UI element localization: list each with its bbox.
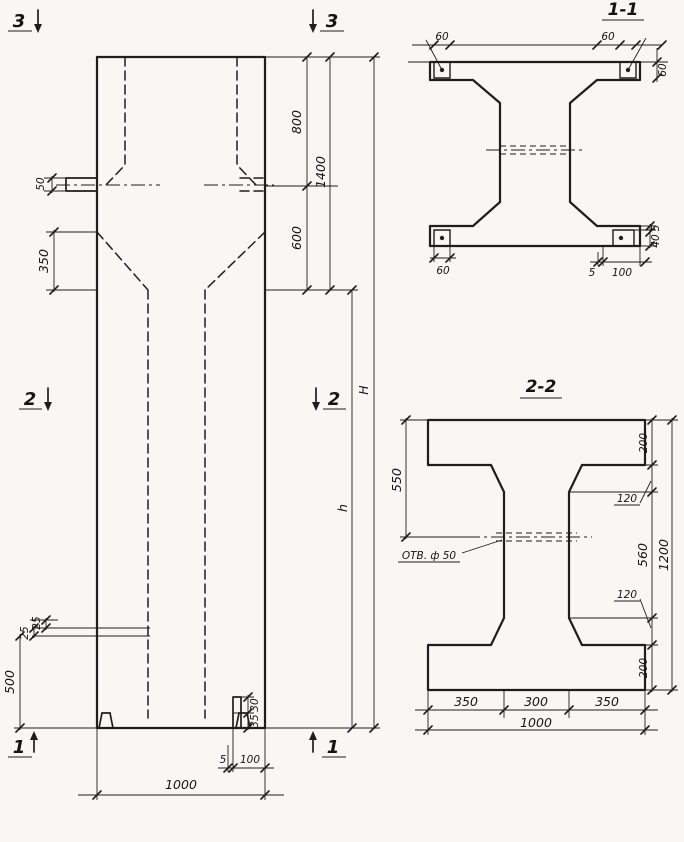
dim-50: 50 xyxy=(35,177,47,191)
section-marker-underlines xyxy=(8,30,346,758)
section-1-1-extension-lines xyxy=(408,37,668,266)
section-2-2-outline xyxy=(426,418,647,692)
section-1-1-dimension-lines xyxy=(412,44,662,263)
dim-600: 600 xyxy=(289,226,304,250)
dim-1200: 1200 xyxy=(656,539,671,571)
section-marker-arrow-stems xyxy=(33,9,317,753)
console-left xyxy=(65,177,98,192)
section-1-1-title: 1-1 xyxy=(608,0,639,20)
section-marker-arrowheads xyxy=(30,24,320,740)
hole-diameter-label: ОТВ. ф 50 xyxy=(402,550,457,562)
dim-5-right: 5 xyxy=(650,224,662,231)
anchor-dot-bottom-left xyxy=(439,235,445,241)
base-details xyxy=(98,696,251,729)
dim-200-top: 200 xyxy=(638,433,650,453)
dim-h: h xyxy=(335,504,350,512)
dim-30: 30 xyxy=(249,698,261,712)
section-1-1-dimension-ticks xyxy=(429,40,667,267)
marker-3-left: 3 xyxy=(13,11,26,32)
section-2-2-title: 2-2 xyxy=(526,377,557,397)
section-2-2-extension-lines xyxy=(398,419,678,735)
dim-100-base: 100 xyxy=(240,754,260,766)
marker-1-right: 1 xyxy=(327,737,340,758)
dim-800: 800 xyxy=(289,110,304,134)
dim-1400: 1400 xyxy=(313,156,328,188)
dim-60-top-left: 60 xyxy=(435,31,449,43)
dim-560: 560 xyxy=(635,543,650,567)
dim-H: H xyxy=(356,385,371,395)
marker-2-left: 2 xyxy=(24,389,37,410)
dim-60-bottom-left: 60 xyxy=(436,265,450,277)
dim-120-top: 120 xyxy=(617,493,637,505)
elevation-dimension-ticks xyxy=(15,52,379,800)
dim-35: 35 xyxy=(249,714,261,728)
web-hole-hidden-lines xyxy=(500,145,570,155)
dim-5-base: 5 xyxy=(220,754,227,766)
corner-fixing-plates xyxy=(433,61,637,247)
section-1-1-view: 1-1 60 60 60 60 5 100 5 40 xyxy=(408,0,669,279)
column-hidden-edges xyxy=(96,56,266,719)
column-outline xyxy=(95,55,267,730)
dim-5-bottom: 5 xyxy=(589,267,596,279)
dim-350: 350 xyxy=(36,249,51,273)
dim-300: 300 xyxy=(524,694,548,709)
dim-500: 500 xyxy=(2,670,17,694)
dim-550: 550 xyxy=(389,468,404,492)
hole-hidden-lines xyxy=(496,532,577,542)
dim-120-bottom: 120 xyxy=(617,589,637,601)
dim-100-bottom: 100 xyxy=(612,267,632,279)
section-2-2-dimension-ticks xyxy=(401,415,677,735)
dim-1000-width: 1000 xyxy=(165,777,197,792)
dim-350-left: 350 xyxy=(454,694,478,709)
dim-25b: 25 xyxy=(19,626,31,640)
elevation-view: 3 3 2 2 1 1 50 350 800 1400 600 H h 25 2… xyxy=(2,9,380,800)
dim-25a: 25 xyxy=(31,616,43,630)
dim-350-right: 350 xyxy=(595,694,619,709)
dim-60-right: 60 xyxy=(657,63,669,77)
base-hole-lines xyxy=(32,627,150,637)
dim-200-bottom: 200 xyxy=(638,658,650,678)
marker-2-right: 2 xyxy=(328,389,341,410)
elevation-dimension-lines xyxy=(19,57,375,796)
marker-1-left: 1 xyxy=(13,737,26,758)
anchor-dot-bottom-right xyxy=(618,235,624,241)
dim-60-top-right: 60 xyxy=(601,31,615,43)
dim-1000-section: 1000 xyxy=(520,715,552,730)
section-2-2-view: 2-2 ОТВ. ф 50 550 200 120 560 120 200 12… xyxy=(389,377,678,735)
marker-3-right: 3 xyxy=(326,11,339,32)
dim-40-right: 40 xyxy=(650,234,662,248)
section-2-2-dimension-lines xyxy=(405,418,673,731)
